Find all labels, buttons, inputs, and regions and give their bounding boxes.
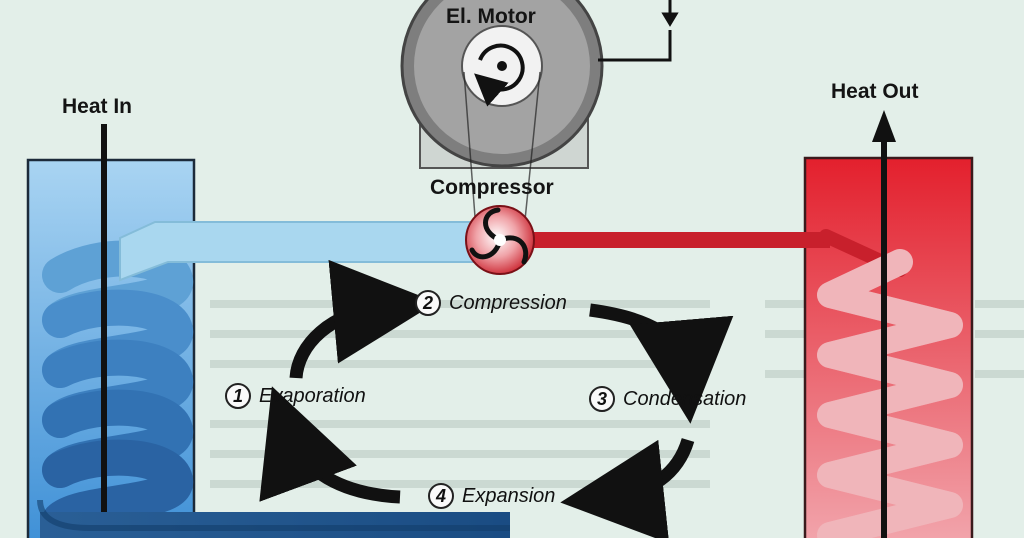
step-compression: 2 Compression — [415, 290, 567, 316]
expansion-pipe — [37, 499, 510, 538]
step-expansion: 4 Expansion — [428, 483, 555, 509]
heat-out-label: Heat Out — [831, 80, 919, 103]
step-number: 2 — [415, 290, 441, 316]
background-text-texture — [210, 300, 1024, 488]
step-label: Compression — [449, 291, 567, 314]
heat-in-label: Heat In — [62, 95, 133, 118]
step-number: 1 — [225, 383, 251, 409]
motor-label: El. Motor — [446, 5, 536, 28]
step-condensation: 3 Condensation — [589, 386, 746, 412]
step-label: Evaporation — [259, 384, 366, 407]
step-label: Condensation — [623, 387, 747, 410]
compressor-label: Compressor — [430, 176, 554, 199]
cycle-arrows — [259, 259, 734, 538]
rotation-icon — [474, 43, 525, 107]
step-evaporation: 1 Evaporation — [225, 383, 366, 409]
power-line — [598, 0, 679, 62]
step-label: Expansion — [462, 484, 556, 507]
compressor — [465, 205, 535, 275]
condenser-coil — [817, 249, 963, 538]
step-number: 3 — [589, 386, 615, 412]
drive-belt — [463, 71, 541, 231]
step-number: 4 — [428, 483, 454, 509]
heat-out-arrow — [872, 110, 896, 538]
